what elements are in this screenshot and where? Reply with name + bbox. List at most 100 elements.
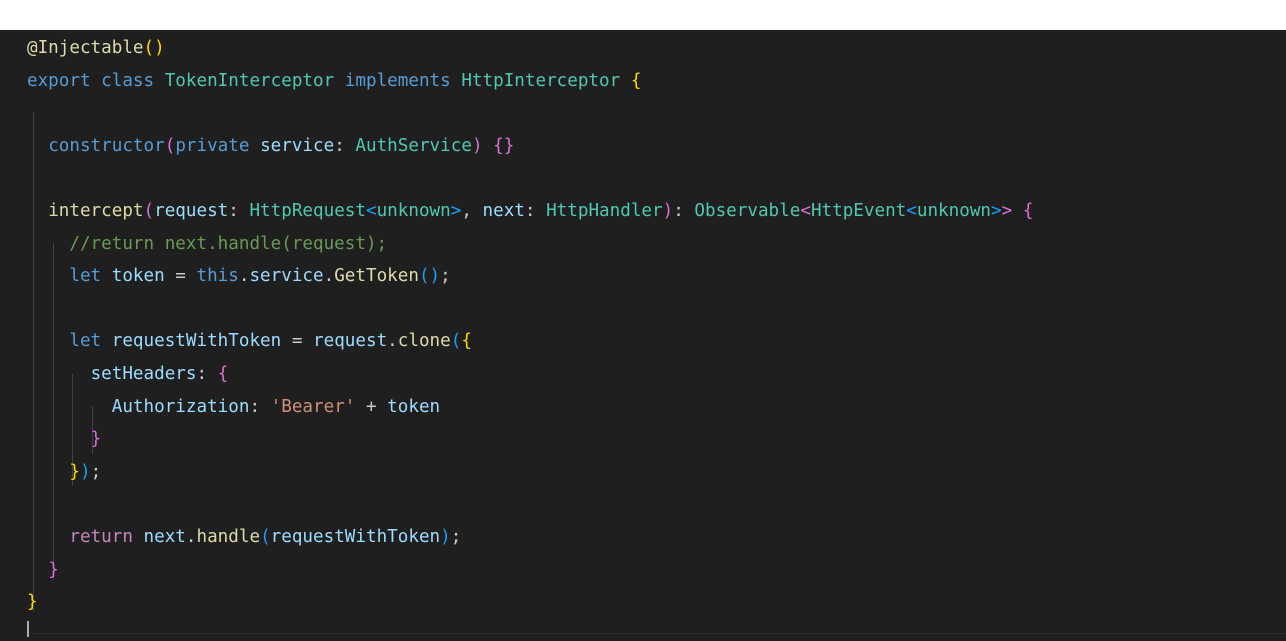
- code-token: {: [1022, 201, 1034, 221]
- code-token: >: [991, 201, 1002, 221]
- code-token: unknown: [916, 201, 992, 221]
- code-token: intercept: [48, 201, 144, 221]
- code-line[interactable]: }: [27, 424, 102, 454]
- code-line[interactable]: setHeaders: {: [27, 359, 229, 389]
- code-token: class: [101, 70, 155, 91]
- code-token: :: [249, 396, 271, 417]
- code-token: service: [249, 266, 324, 287]
- code-token: [620, 71, 631, 91]
- code-token: (: [164, 135, 176, 156]
- code-token: {}: [493, 135, 515, 156]
- code-token: ): [79, 461, 91, 482]
- code-token: request: [154, 201, 229, 221]
- code-token: >: [1001, 201, 1013, 221]
- current-line-highlight: [33, 633, 1286, 634]
- code-token: HttpHandler: [546, 201, 663, 221]
- code-token: [27, 331, 69, 351]
- code-token: [27, 397, 112, 417]
- code-token: TokenInterceptor: [164, 70, 335, 91]
- code-line[interactable]: }: [27, 587, 38, 617]
- code-token: }: [90, 429, 102, 450]
- code-line[interactable]: }: [27, 555, 59, 585]
- code-token: this: [196, 266, 239, 287]
- code-token: ;: [440, 266, 451, 287]
- code-token: [101, 331, 112, 351]
- code-line[interactable]: let token = this.service.GetToken();: [27, 261, 451, 291]
- code-token: [451, 71, 462, 91]
- code-token: .: [185, 527, 197, 547]
- code-token: let: [69, 331, 102, 352]
- code-token: (: [143, 201, 155, 221]
- code-token: :: [673, 201, 695, 221]
- code-line[interactable]: });: [27, 457, 101, 487]
- code-token: @Injectable: [27, 38, 144, 58]
- code-line[interactable]: return next.handle(requestWithToken);: [27, 522, 461, 552]
- code-token: [483, 136, 494, 156]
- code-token: GetToken: [334, 266, 419, 287]
- code-token: constructor: [48, 135, 165, 156]
- code-token: (: [450, 331, 462, 352]
- code-line[interactable]: @Injectable(): [27, 33, 165, 63]
- code-token: }: [48, 559, 59, 580]
- code-token: [27, 462, 69, 482]
- code-token: ;: [90, 461, 102, 482]
- code-token: .: [323, 266, 335, 287]
- text-cursor: [27, 621, 29, 637]
- code-token: implements: [344, 70, 451, 91]
- code-token: :: [334, 135, 356, 156]
- code-line[interactable]: let requestWithToken = request.clone({: [27, 326, 472, 356]
- code-token: //return next.handle(request);: [69, 233, 388, 254]
- code-token: [27, 136, 48, 156]
- code-line[interactable]: //return next.handle(request);: [27, 229, 387, 259]
- code-token: ;: [450, 527, 462, 547]
- code-token: ): [662, 201, 674, 221]
- code-token: <: [906, 201, 917, 221]
- code-token: [154, 71, 165, 91]
- code-token: }: [69, 461, 80, 482]
- code-line[interactable]: Authorization: 'Bearer' + token: [27, 392, 440, 422]
- code-token: next: [143, 527, 186, 547]
- code-token: {: [630, 70, 642, 91]
- code-token: HttpEvent: [810, 201, 907, 221]
- code-token: handle: [196, 527, 261, 547]
- code-line[interactable]: constructor(private service: AuthService…: [27, 131, 514, 161]
- code-token: next: [482, 201, 525, 221]
- indent-guide: [53, 243, 54, 580]
- code-line[interactable]: export class TokenInterceptor implements…: [27, 66, 641, 96]
- code-token: [249, 136, 260, 156]
- code-token: unknown: [376, 201, 451, 221]
- code-line[interactable]: intercept(request: HttpRequest<unknown>,…: [27, 196, 1033, 226]
- code-token: ): [440, 527, 451, 547]
- code-token: [133, 527, 144, 547]
- code-editor[interactable]: @Injectable()export class TokenIntercept…: [0, 30, 1286, 641]
- code-token: HttpInterceptor: [461, 70, 621, 91]
- code-token: [27, 266, 69, 286]
- code-token: =: [281, 331, 314, 352]
- code-token: [1012, 201, 1023, 221]
- code-token: [27, 560, 48, 580]
- code-token: <: [366, 201, 377, 221]
- code-token: setHeaders: [90, 364, 197, 384]
- code-token: }: [27, 592, 38, 613]
- code-token: Observable: [694, 201, 801, 221]
- code-token: (): [418, 266, 441, 287]
- code-token: ): [471, 135, 483, 156]
- code-token: [27, 364, 91, 384]
- code-token: [101, 266, 112, 286]
- code-token: [27, 201, 48, 221]
- code-token: >: [450, 201, 462, 221]
- code-token: Authorization: [111, 396, 250, 417]
- code-token: requestWithToken: [111, 331, 282, 352]
- code-token: private: [175, 135, 250, 156]
- code-token: [27, 527, 69, 547]
- code-token: let: [69, 266, 102, 287]
- code-token: :: [196, 364, 218, 384]
- code-token: :: [524, 201, 547, 221]
- code-token: =: [164, 266, 197, 287]
- indent-guide: [72, 374, 73, 486]
- code-token: requestWithToken: [270, 527, 441, 547]
- code-token: .: [387, 331, 398, 352]
- code-token: export: [27, 70, 91, 91]
- code-token: .: [238, 266, 250, 287]
- code-token: clone: [397, 331, 451, 352]
